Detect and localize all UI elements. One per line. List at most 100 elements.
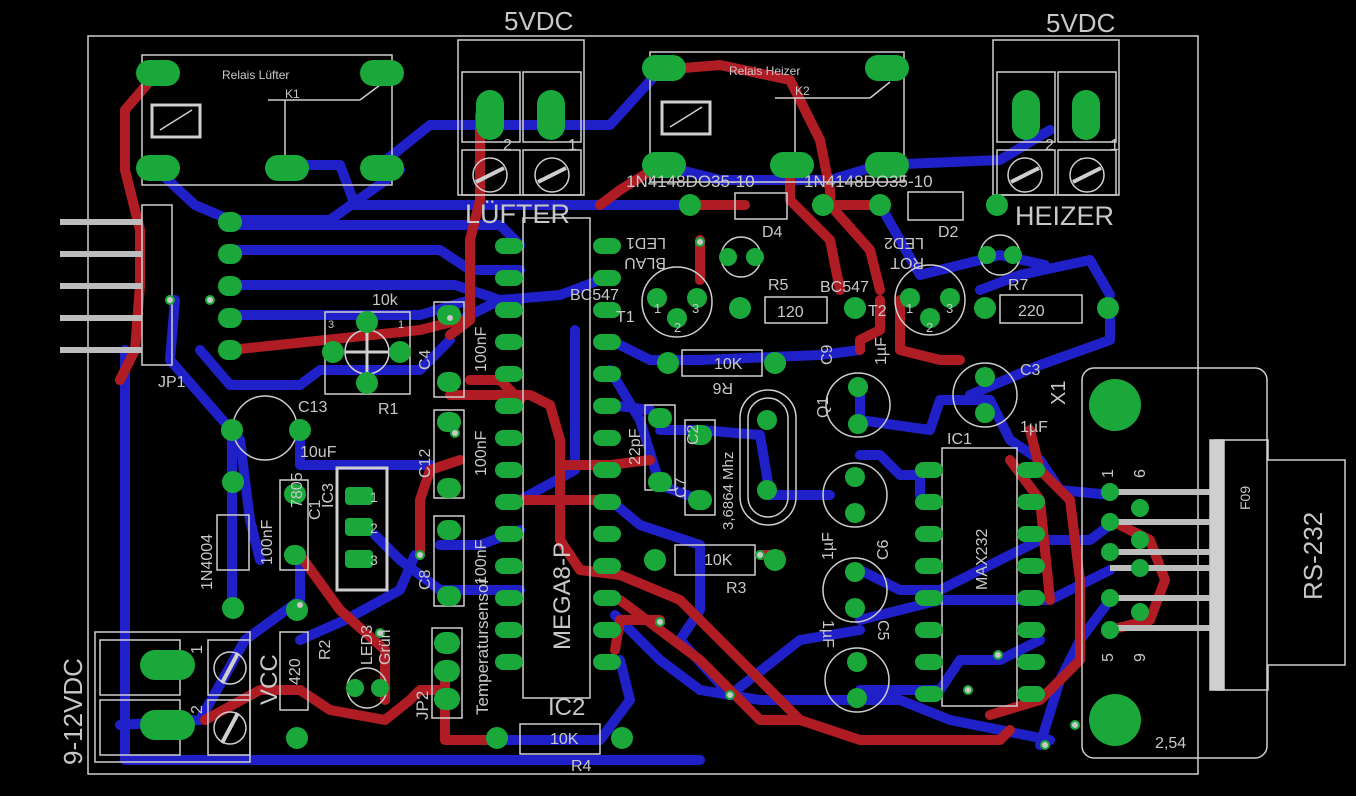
label-led2: LED2	[884, 234, 924, 251]
label-heizer: HEIZER	[1015, 201, 1114, 231]
label-t2-pin2: 2	[926, 320, 933, 335]
label-heizer-term-1: 1	[1110, 137, 1119, 154]
label-r4-value: 10K	[550, 731, 579, 748]
ic-max232	[941, 447, 1018, 707]
label-t2: T2	[868, 303, 887, 320]
label-input-term-1: 1	[189, 645, 206, 654]
label-t2-pin1: 1	[906, 301, 913, 316]
label-r7-value: 220	[1018, 303, 1045, 320]
jp1-pins	[60, 219, 142, 353]
label-led1: LED1	[626, 234, 666, 251]
label-heizer-term-2: 2	[1045, 137, 1054, 154]
label-c3: C3	[1020, 362, 1041, 379]
pads	[136, 55, 1149, 749]
label-t1-pin3: 3	[692, 301, 699, 316]
label-c2-value: 22pF	[627, 428, 644, 465]
label-relais-heizer: Relais Heizer	[729, 64, 800, 78]
label-luefter-term-1: 1	[568, 137, 577, 154]
label-t2-pin3: 3	[946, 301, 953, 316]
label-c12-value: 100nF	[473, 430, 490, 476]
label-r2-value: 420	[287, 658, 304, 685]
labels: 5VDC 5VDC Relais Lüfter K1 Relais Heizer…	[58, 6, 1328, 775]
label-t1-pin2: 2	[674, 320, 681, 335]
label-c13-value: 10uF	[300, 444, 337, 461]
label-t1-pin1: 1	[654, 301, 661, 316]
label-c4: C4	[417, 349, 434, 370]
label-ic1: IC1	[947, 431, 972, 448]
label-f09: F09	[1237, 486, 1253, 510]
label-r4: R4	[571, 758, 592, 775]
label-r6-value: 10K	[714, 356, 743, 373]
label-1n4004: 1N4004	[199, 534, 216, 590]
label-luefter: LÜFTER	[465, 199, 570, 229]
label-5vdc-left: 5VDC	[504, 6, 573, 36]
label-rot: ROT	[890, 254, 924, 271]
label-q1: Q1	[815, 397, 832, 418]
label-db9-pin6: 6	[1132, 469, 1149, 478]
terminal-heizer	[992, 39, 1120, 196]
label-pot-pin3: 3	[328, 319, 334, 331]
label-relais-luefter: Relais Lüfter	[222, 68, 289, 82]
label-db9-pin9: 9	[1132, 653, 1149, 662]
label-reg-pin2: 2	[370, 520, 378, 536]
label-r7: R7	[1008, 277, 1029, 294]
relay-k1-outline	[141, 54, 393, 186]
label-r6: R6	[712, 379, 733, 396]
label-led3: LED3	[359, 625, 376, 665]
label-bc547-t2: BC547	[820, 279, 869, 296]
vias	[165, 237, 1080, 750]
label-pot-pin1: 1	[398, 319, 404, 331]
label-c13: C13	[298, 399, 327, 416]
label-quartz: 3,6864 Mhz	[720, 452, 737, 530]
label-c6: C6	[875, 539, 892, 560]
ic-mega8	[522, 217, 591, 699]
label-c1-value: 100nF	[259, 519, 276, 565]
label-spacing: 2,54	[1155, 735, 1186, 752]
label-db9-pin1: 1	[1100, 469, 1117, 478]
label-r3: R3	[726, 580, 747, 597]
label-jp2: JP2	[413, 691, 432, 720]
label-c9: C9	[819, 344, 836, 365]
label-mega8: MEGA8-P	[549, 542, 576, 650]
label-pot-value: 10k	[372, 292, 399, 309]
label-vcc: VCC	[256, 654, 283, 705]
label-c5-value: 1µF	[819, 620, 836, 648]
label-c9-value: 1µF	[873, 337, 890, 365]
label-ic3: IC3	[320, 483, 337, 508]
label-rs232: RS-232	[1298, 512, 1328, 600]
label-luefter-term-2: 2	[503, 137, 512, 154]
label-c8-value: 100nF	[473, 539, 490, 585]
label-d2: D2	[938, 224, 959, 241]
label-gruen: Grün	[377, 629, 394, 665]
label-c3-value: 1µF	[1020, 419, 1048, 436]
label-c4-value: 100nF	[473, 326, 490, 372]
label-r5: R5	[768, 277, 789, 294]
label-d4: D4	[762, 224, 783, 241]
label-5vdc-right: 5VDC	[1046, 8, 1115, 38]
label-r5-value: 120	[777, 304, 804, 321]
label-9-12vdc: 9-12VDC	[58, 658, 88, 765]
label-c7: C7	[673, 477, 690, 498]
db9-connector	[1081, 367, 1268, 759]
label-c5: C5	[874, 620, 891, 641]
label-db9-pin5: 5	[1100, 653, 1117, 662]
label-c2: C2	[685, 424, 702, 445]
label-temperatursensor: Temperatursensor	[473, 578, 492, 715]
label-ic2: IC2	[548, 694, 585, 721]
label-input-term-2: 2	[189, 705, 206, 714]
label-blau: BLAU	[624, 254, 666, 271]
label-reg-pin1: 1	[370, 489, 378, 505]
diode-d1	[216, 514, 250, 571]
label-k1: K1	[285, 87, 300, 101]
relay-k2-outline	[649, 51, 905, 183]
label-d4-type: 1N4148DO35-10	[626, 172, 755, 191]
label-max232: MAX232	[974, 529, 991, 590]
board-outline	[87, 35, 1199, 775]
label-reg-pin3: 3	[370, 552, 378, 568]
label-r2: R2	[317, 639, 334, 660]
label-7805: 7805	[289, 472, 306, 508]
label-c8: C8	[417, 569, 434, 590]
label-x1: X1	[1048, 381, 1070, 405]
label-jp1: JP1	[158, 374, 186, 391]
